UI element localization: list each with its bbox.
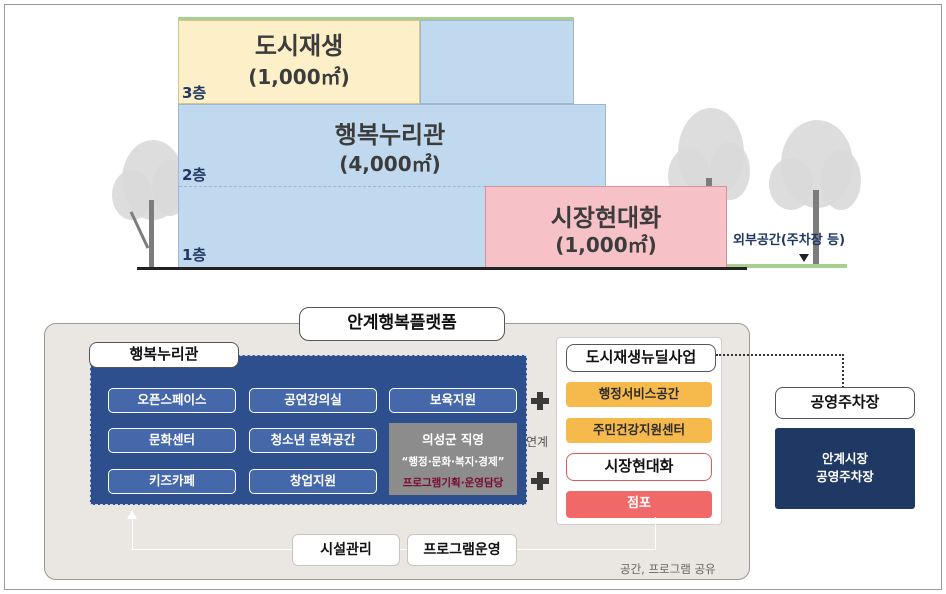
arrow-down-icon bbox=[799, 254, 809, 262]
urban-regen-area: (1,000㎡) bbox=[248, 65, 350, 89]
market-modern-area: (1,000㎡) bbox=[555, 233, 657, 257]
parking-title: 공영주차장 bbox=[775, 387, 915, 419]
facility-youth-culture: 청소년 문화공간 bbox=[249, 428, 377, 453]
urban-regen-name: 도시재생 bbox=[254, 32, 344, 60]
facility-kids-cafe: 키즈카페 bbox=[108, 469, 236, 494]
facility-management-button: 시설관리 bbox=[292, 534, 400, 566]
direct-operation-title: 의성군 직영 bbox=[422, 432, 484, 447]
market-title: 시장현대화 bbox=[566, 453, 712, 481]
floor-label-2: 2층 bbox=[182, 166, 207, 184]
happiness-hall-title: 행복누리관 bbox=[89, 342, 239, 368]
program-operation-button: 프로그램운영 bbox=[407, 534, 517, 566]
facility-startup: 창업지원 bbox=[249, 469, 377, 494]
floor-label-1: 1층 bbox=[182, 246, 207, 264]
roof-garden bbox=[178, 17, 574, 21]
new-deal-title: 도시재생뉴딜사업 bbox=[566, 344, 716, 372]
direct-operation-areas: “행정·문화·복지·경제” bbox=[401, 456, 505, 468]
facility-performance-room: 공연강의실 bbox=[249, 388, 377, 413]
parking-detail-line1: 안계시장 bbox=[821, 451, 868, 466]
tree-icon bbox=[769, 120, 861, 268]
floor-divider bbox=[179, 186, 605, 187]
happiness-hall-area: (4,000㎡) bbox=[339, 152, 441, 176]
arrow-up-icon bbox=[127, 510, 137, 519]
parking-detail-line2: 공영주차장 bbox=[816, 469, 874, 484]
market-store: 점포 bbox=[566, 491, 712, 518]
facility-culture-center: 문화센터 bbox=[108, 428, 236, 453]
market-modern-name: 시장현대화 bbox=[550, 204, 662, 232]
direct-operation-role: 프로그램기획·운영담당 bbox=[402, 477, 504, 489]
platform-title: 안계행복플랫폼 bbox=[299, 307, 505, 341]
ground-line bbox=[137, 267, 747, 270]
parking-connector bbox=[716, 354, 844, 388]
link-label: 연계 bbox=[526, 435, 549, 449]
third-floor-block bbox=[420, 20, 574, 104]
floor-label-3: 3층 bbox=[182, 84, 207, 102]
facility-open-space: 오픈스페이스 bbox=[108, 388, 236, 413]
exterior-label: 외부공간(주차장 등) bbox=[733, 233, 846, 248]
direct-operation-box: 의성군 직영 “행정·문화·복지·경제” 프로그램기획·운영담당 bbox=[389, 423, 517, 495]
new-deal-admin-space: 행정서비스공간 bbox=[566, 382, 712, 407]
market-modern-block: 시장현대화 (1,000㎡) bbox=[485, 186, 727, 268]
building-section: 도시재생 (1,000㎡) 행복누리관 (4,000㎡) 시장현대화 (1,00… bbox=[0, 0, 946, 290]
happiness-hall-name: 행복누리관 bbox=[334, 121, 446, 149]
outer-frame bbox=[4, 4, 942, 590]
shared-note: 공간, 프로그램 공유 bbox=[620, 562, 716, 576]
urban-regen-block: 도시재생 (1,000㎡) bbox=[178, 20, 420, 104]
parking-detail-box: 안계시장 공영주차장 bbox=[775, 428, 915, 509]
facility-childcare: 보육지원 bbox=[389, 388, 517, 413]
exterior-grass bbox=[727, 264, 847, 268]
plus-icon bbox=[531, 392, 549, 410]
new-deal-health-center: 주민건강지원센터 bbox=[566, 418, 712, 443]
plus-icon bbox=[531, 472, 549, 490]
